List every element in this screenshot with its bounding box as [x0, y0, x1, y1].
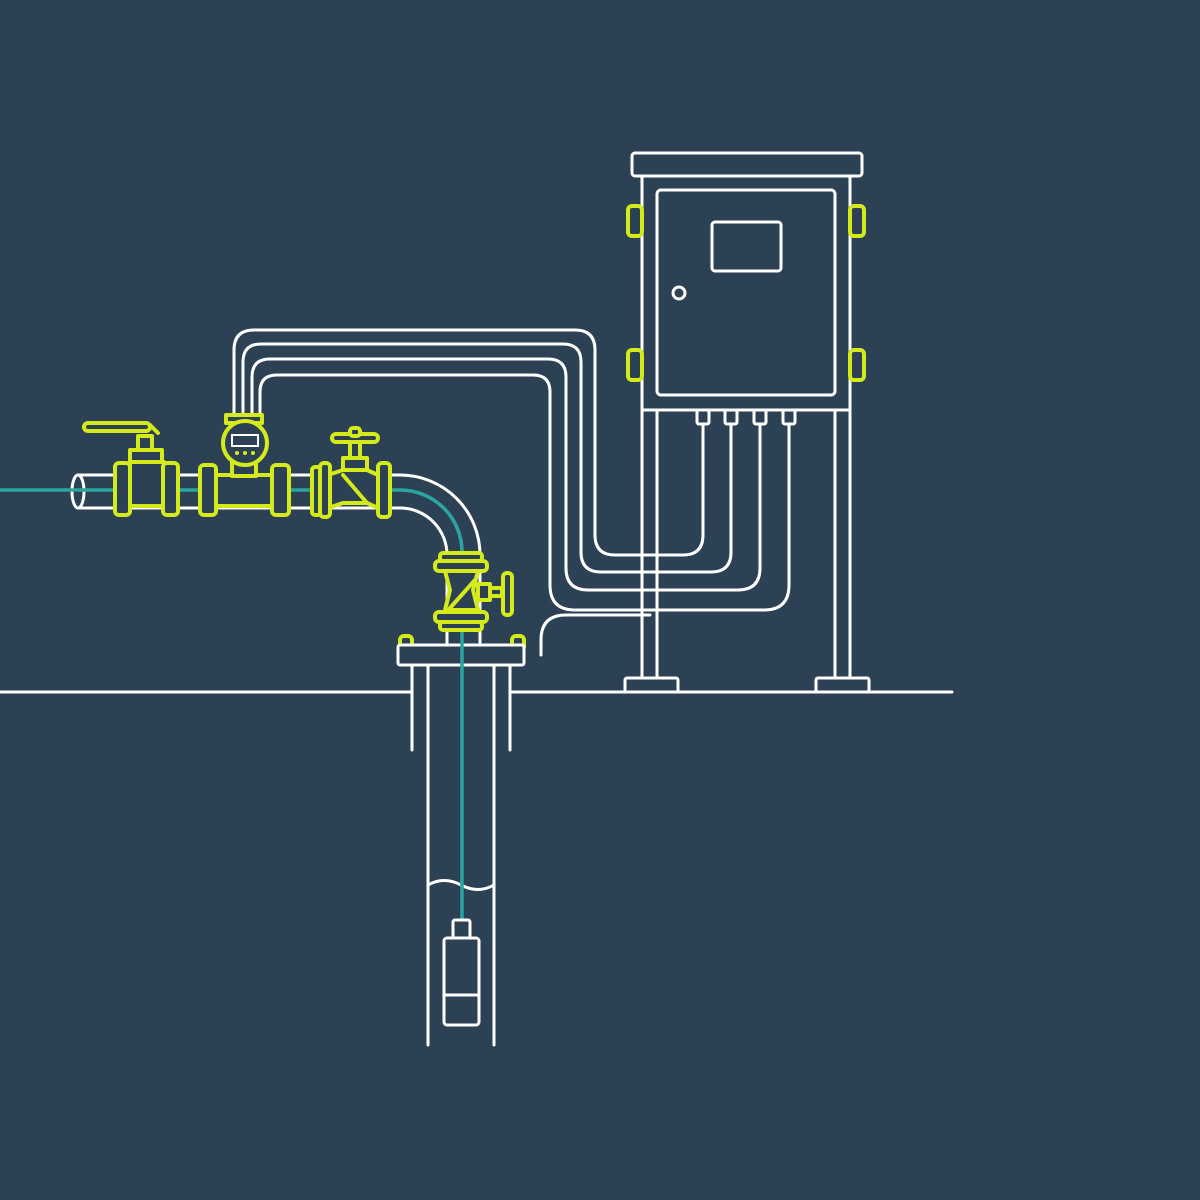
meter-display: [231, 434, 259, 447]
ball-valve: [82, 421, 180, 517]
check-valve: [433, 551, 514, 632]
water-flow-line: [0, 488, 464, 920]
electrical-conduits: [232, 328, 791, 657]
control-cabinet: [623, 151, 871, 694]
flow-meter: [198, 413, 291, 517]
submersible-pump: [442, 918, 481, 1027]
cabinet-legs: [623, 408, 871, 694]
cabinet-brackets: [626, 204, 866, 382]
cable-glands: [695, 408, 797, 426]
door-knob: [671, 285, 687, 301]
well-casing: [396, 634, 526, 1047]
cabinet-display: [710, 220, 783, 273]
gate-valve: [310, 426, 392, 519]
